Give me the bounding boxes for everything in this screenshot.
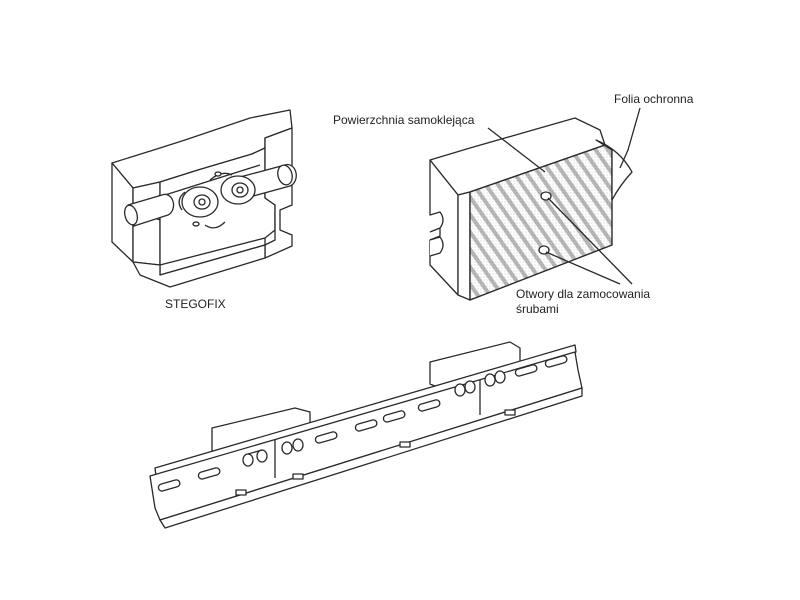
self-adhesive-surface-label: Powierzchnia samoklejąca	[333, 113, 475, 127]
mounting-rail	[149, 341, 583, 529]
stegofix-block	[111, 109, 297, 288]
screw-holes-label-line2: śrubami	[516, 302, 559, 316]
self-adhesive-block	[429, 107, 641, 301]
stegofix-label: STEGOFIX	[165, 297, 226, 311]
protective-foil-label: Folia ochronna	[614, 92, 694, 106]
screw-holes-label: Otwory dla zamocowania	[516, 287, 651, 301]
